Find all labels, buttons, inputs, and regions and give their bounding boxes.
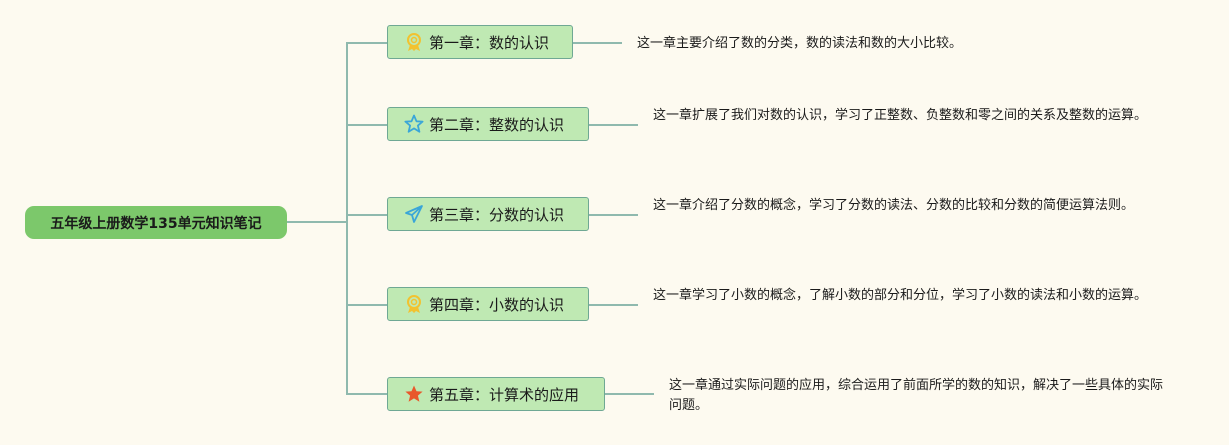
trunk-line (346, 42, 348, 395)
chapter-node-4[interactable]: 第四章：小数的认识 (387, 287, 589, 321)
chapter-description: 这一章介绍了分数的概念，学习了分数的读法、分数的比较和分数的简便运算法则。 (653, 198, 1135, 213)
desc-connector (604, 393, 654, 395)
root-connector (287, 221, 347, 223)
branch-connector (347, 304, 387, 306)
chapter-label: 第四章：小数的认识 (429, 295, 565, 314)
chapter-label: 第五章：计算术的应用 (429, 385, 580, 404)
chapter-node-2[interactable]: 第二章：整数的认识 (387, 107, 589, 141)
medal-icon (407, 295, 421, 313)
chapter-description: 这一章主要介绍了数的分类，数的读法和数的大小比较。 (637, 36, 963, 51)
branch-connector (347, 214, 387, 216)
medal-icon (407, 33, 421, 51)
branch-connector (347, 393, 387, 395)
desc-connector (572, 42, 622, 44)
star-filled-icon (405, 385, 423, 402)
paper-plane-icon (405, 205, 423, 223)
root-title: 五年级上册数学135单元知识笔记 (50, 215, 262, 232)
desc-connector (588, 214, 638, 216)
chapter-description: 这一章通过实际问题的应用，综合运用了前面所学的数的知识，解决了一些具体的实际问题… (669, 378, 1164, 413)
chapter-description: 这一章扩展了我们对数的认识，学习了正整数、负整数和零之间的关系及整数的运算。 (653, 108, 1148, 123)
chapter-description: 这一章学习了小数的概念，了解小数的部分和分位，学习了小数的读法和小数的运算。 (653, 288, 1148, 303)
desc-connector (588, 304, 638, 306)
chapter-node-5[interactable]: 第五章：计算术的应用 (387, 377, 605, 411)
root-topic[interactable]: 五年级上册数学135单元知识笔记 (25, 206, 287, 239)
chapter-node-1[interactable]: 第一章：数的认识 (387, 25, 573, 59)
chapter-label: 第三章：分数的认识 (429, 205, 565, 224)
chapter-label: 第二章：整数的认识 (429, 115, 565, 134)
desc-connector (588, 124, 638, 126)
chapter-node-3[interactable]: 第三章：分数的认识 (387, 197, 589, 231)
star-outline-icon (404, 114, 424, 133)
branch-connector (347, 42, 387, 44)
chapter-label: 第一章：数的认识 (429, 33, 550, 52)
branch-connector (347, 124, 387, 126)
